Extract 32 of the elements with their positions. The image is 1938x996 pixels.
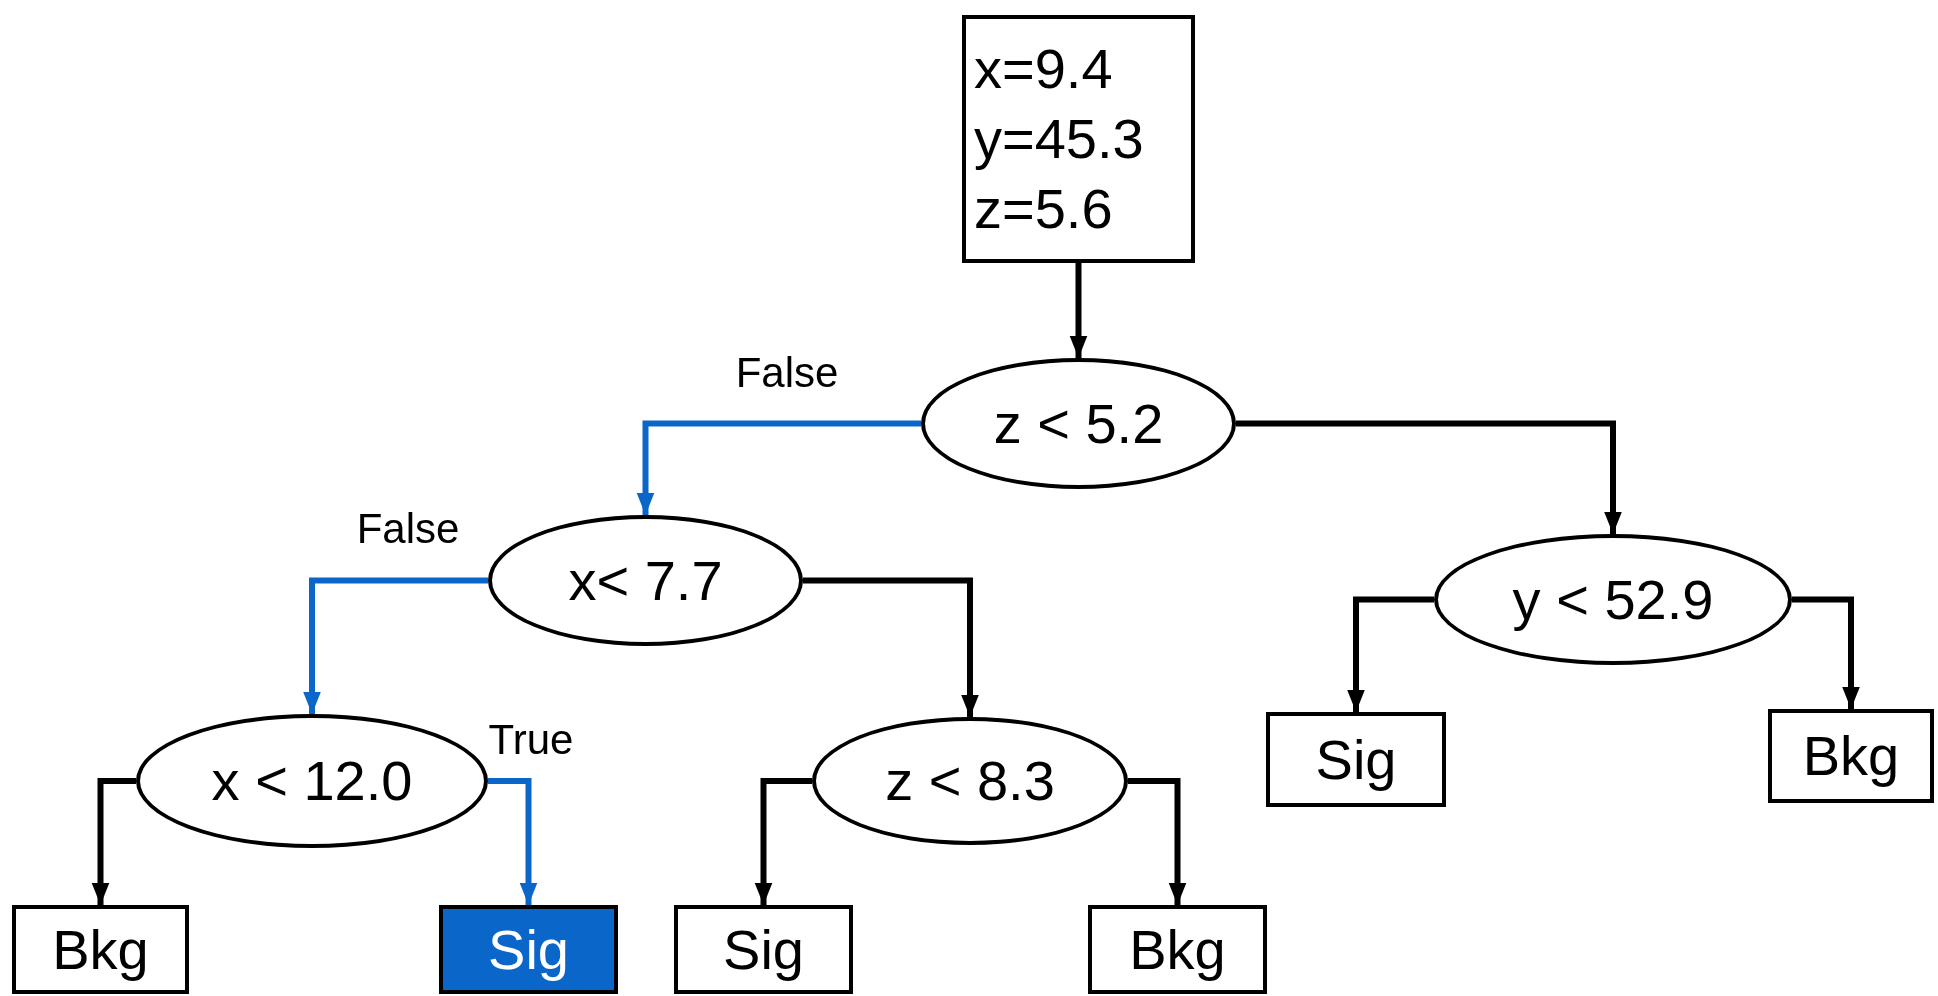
leaf-box bbox=[1088, 905, 1267, 994]
arrow bbox=[636, 420, 921, 515]
node-text: z=5.6 bbox=[974, 176, 1113, 242]
node-text: Sig bbox=[1315, 726, 1397, 793]
node-text: Bkg bbox=[52, 916, 149, 983]
arrow bbox=[1792, 596, 1860, 709]
node-text: x< 7.7 bbox=[568, 547, 723, 614]
leaf-box bbox=[12, 905, 189, 994]
leaf-box bbox=[1266, 712, 1446, 807]
node-text: z < 5.2 bbox=[993, 390, 1164, 457]
arrow bbox=[488, 778, 538, 905]
arrow bbox=[1347, 596, 1434, 712]
arrow bbox=[754, 778, 812, 905]
node-text: y < 52.9 bbox=[1512, 566, 1714, 633]
arrow bbox=[303, 577, 488, 714]
arrow bbox=[1236, 420, 1622, 534]
node-text: x=9.4 bbox=[974, 36, 1113, 102]
node-text: Sig bbox=[723, 916, 804, 983]
node-text: y=45.3 bbox=[974, 106, 1144, 172]
node-text: Bkg bbox=[1802, 723, 1900, 789]
arrow bbox=[1128, 778, 1187, 905]
node-text: z < 8.3 bbox=[885, 748, 1055, 814]
leaf-box bbox=[1768, 709, 1934, 803]
node-text: Sig bbox=[488, 916, 569, 983]
arrow bbox=[803, 577, 979, 717]
arrow bbox=[1069, 263, 1088, 358]
input-box bbox=[962, 15, 1195, 263]
leaf-box bbox=[674, 905, 853, 994]
selected-leaf-box bbox=[439, 905, 618, 994]
arrow bbox=[91, 778, 136, 905]
node-text: Bkg bbox=[1129, 916, 1226, 983]
node-text: x < 12.0 bbox=[211, 748, 413, 814]
